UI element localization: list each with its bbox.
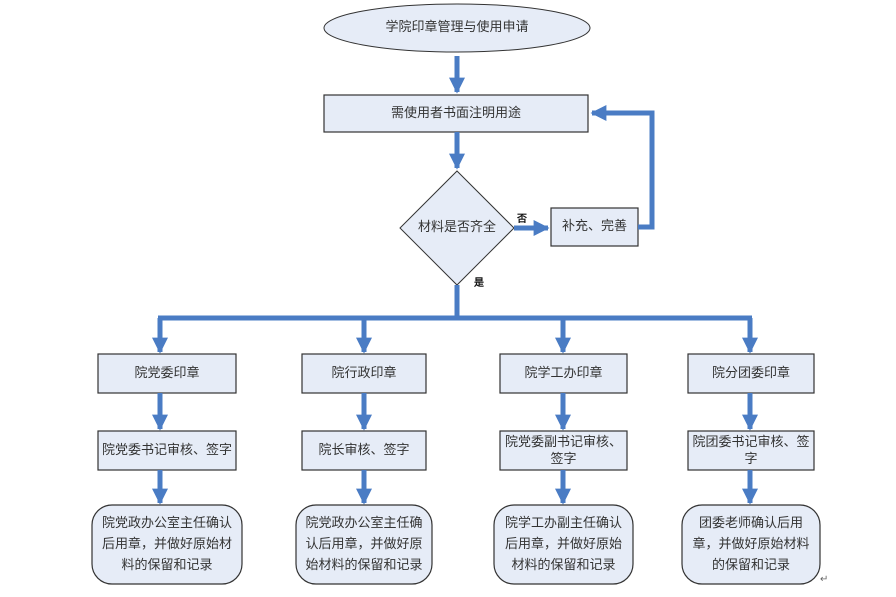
final-node-shape-2 xyxy=(295,504,433,585)
seal-node-4[interactable]: 院分团委印章 xyxy=(711,365,790,381)
seal-node-shape-3 xyxy=(499,353,628,394)
final-node-shape-3 xyxy=(493,504,634,585)
final-node-shape-1 xyxy=(91,504,243,585)
decision-no-label: 否 xyxy=(517,214,527,225)
seal-node-shape-2 xyxy=(301,353,427,394)
final-node-3[interactable]: 院学工办副主任确认后用章，并做好原始材料的保留和记录 xyxy=(504,516,622,573)
decision-node[interactable]: 材料是否齐全 xyxy=(417,220,496,235)
review-node-4[interactable]: 院团委书记审核、签字 xyxy=(692,434,810,467)
decision-yes-label: 是 xyxy=(474,278,484,289)
seal-node-shape-4 xyxy=(687,353,815,394)
final-node-1[interactable]: 院党政办公室主任确认后用章，并做好原始材料的保留和记录 xyxy=(101,516,232,573)
review-node-3[interactable]: 院党委副书记审核、签字 xyxy=(504,434,622,467)
supplement-node[interactable]: 补充、完善 xyxy=(561,219,627,234)
review-node-shape-2 xyxy=(301,430,427,471)
final-node-shape-4 xyxy=(681,504,821,585)
paragraph-mark: ↵ xyxy=(820,574,829,585)
seal-node-3[interactable]: 院学工办印章 xyxy=(524,365,603,381)
purpose-node-shape xyxy=(323,94,589,133)
purpose-node[interactable]: 需使用者书面注明用途 xyxy=(390,105,521,121)
start-node[interactable]: 学院印章管理与使用申请 xyxy=(385,20,529,35)
review-node-shape-4 xyxy=(687,430,815,471)
final-node-4[interactable]: 团委老师确认后用章，并做好原始材料的保留和记录 xyxy=(692,516,810,573)
seal-node-2[interactable]: 院行政印章 xyxy=(331,365,397,381)
start-node-shape xyxy=(323,3,591,53)
seal-node-1[interactable]: 院党委印章 xyxy=(134,365,200,381)
final-node-2[interactable]: 院党政办公室主任确认后用章，并做好原始材料的保留和记录 xyxy=(305,516,423,573)
seal-node-shape-1 xyxy=(97,353,237,394)
review-node-1[interactable]: 院党委书记审核、签字 xyxy=(102,443,233,458)
review-node-shape-1 xyxy=(97,430,237,471)
review-node-2[interactable]: 院长审核、签字 xyxy=(318,443,410,458)
arrow-supplement-loop xyxy=(590,104,655,230)
